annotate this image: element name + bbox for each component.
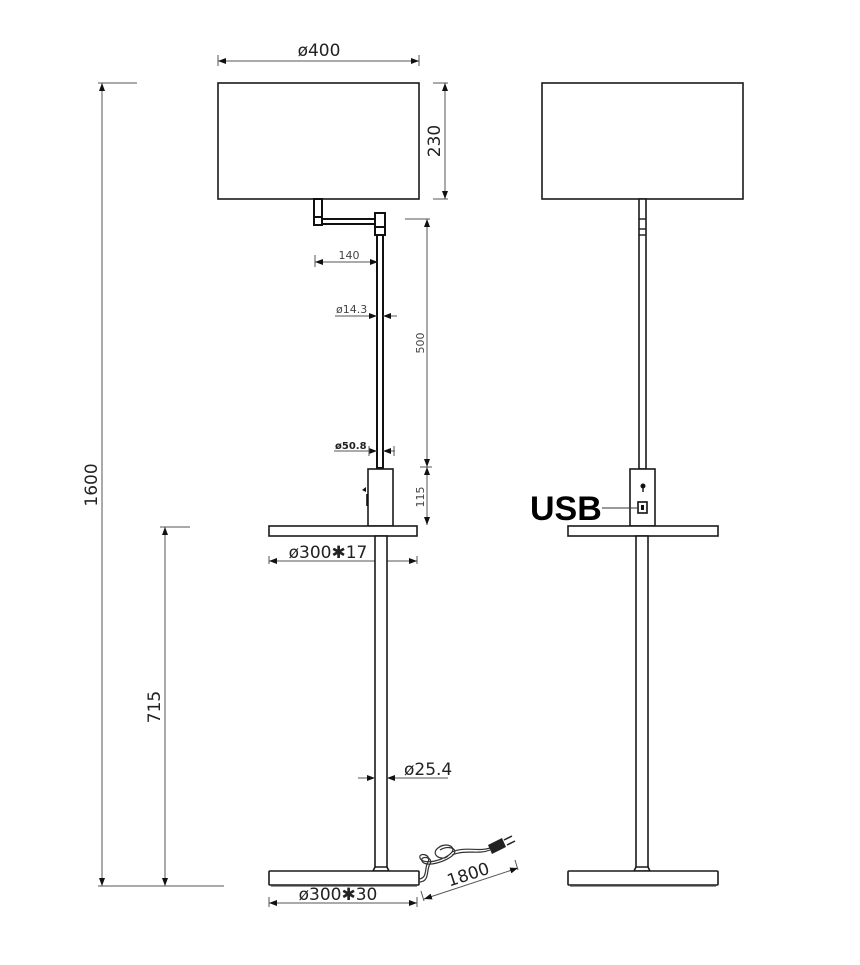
lamp-base	[268, 870, 420, 886]
switch-housing	[367, 468, 394, 527]
table-top-dimension: ø300✱17	[268, 543, 418, 564]
shade-height-dimension: 230	[425, 82, 448, 200]
base-label: ø300✱30	[299, 885, 378, 905]
lower-tube-diameter-label: ø25.4	[404, 760, 452, 780]
switch-housing-diameter-dimension: ø50.8	[334, 441, 395, 456]
shade-stem-front	[638, 198, 647, 470]
table-height-label: 715	[145, 691, 165, 723]
shade-height-label: 230	[425, 125, 445, 157]
base-dimension: ø300✱30	[268, 885, 418, 907]
plug-icon	[488, 838, 506, 854]
upper-tube-diameter-label: ø14.3	[336, 303, 367, 316]
upper-section-height-dimension: 500	[405, 218, 430, 467]
front-view: USB	[530, 82, 744, 887]
rocker-switch-icon	[362, 487, 366, 492]
side-view: ø400 230 140 ø14.3	[217, 41, 519, 907]
side-table-top	[268, 525, 418, 537]
table-top-label: ø300✱17	[289, 543, 368, 563]
arm-joint-right	[374, 212, 386, 228]
lower-tube-diameter-dimension: ø25.4	[358, 760, 452, 781]
swing-arm	[321, 218, 376, 225]
upper-section-height-label: 500	[414, 333, 427, 354]
switch-housing-height-label: 115	[414, 487, 427, 508]
lamp-base-front	[567, 870, 719, 886]
arm-collar	[374, 226, 386, 236]
usb-label: USB	[530, 490, 602, 528]
total-height-label: 1600	[82, 463, 102, 506]
lower-tube	[374, 535, 388, 872]
arm-reach-dimension: 140	[314, 249, 378, 267]
cable-length-dimension: 1800	[420, 859, 519, 902]
cable-length-label: 1800	[445, 859, 492, 891]
lamp-shade-front	[541, 82, 744, 200]
upper-tube-diameter-dimension: ø14.3	[335, 303, 397, 319]
total-height-dimension: 1600	[82, 82, 137, 886]
side-table-top-front	[567, 525, 719, 537]
shade-diameter-label: ø400	[298, 41, 341, 61]
light-switch-icon	[640, 483, 646, 492]
switch-housing-front	[629, 468, 656, 527]
shade-diameter-dimension: ø400	[217, 41, 420, 66]
upper-tube	[376, 234, 384, 469]
switch-housing-height-dimension: 115	[414, 466, 432, 525]
power-cable	[418, 835, 516, 883]
switch-housing-diameter-label: ø50.8	[335, 441, 367, 452]
lamp-shade	[217, 82, 420, 200]
arm-reach-label: 140	[339, 249, 360, 262]
lower-tube-front	[635, 535, 649, 872]
table-height-dimension: 715	[98, 526, 224, 887]
arm-joint-left	[313, 216, 323, 226]
